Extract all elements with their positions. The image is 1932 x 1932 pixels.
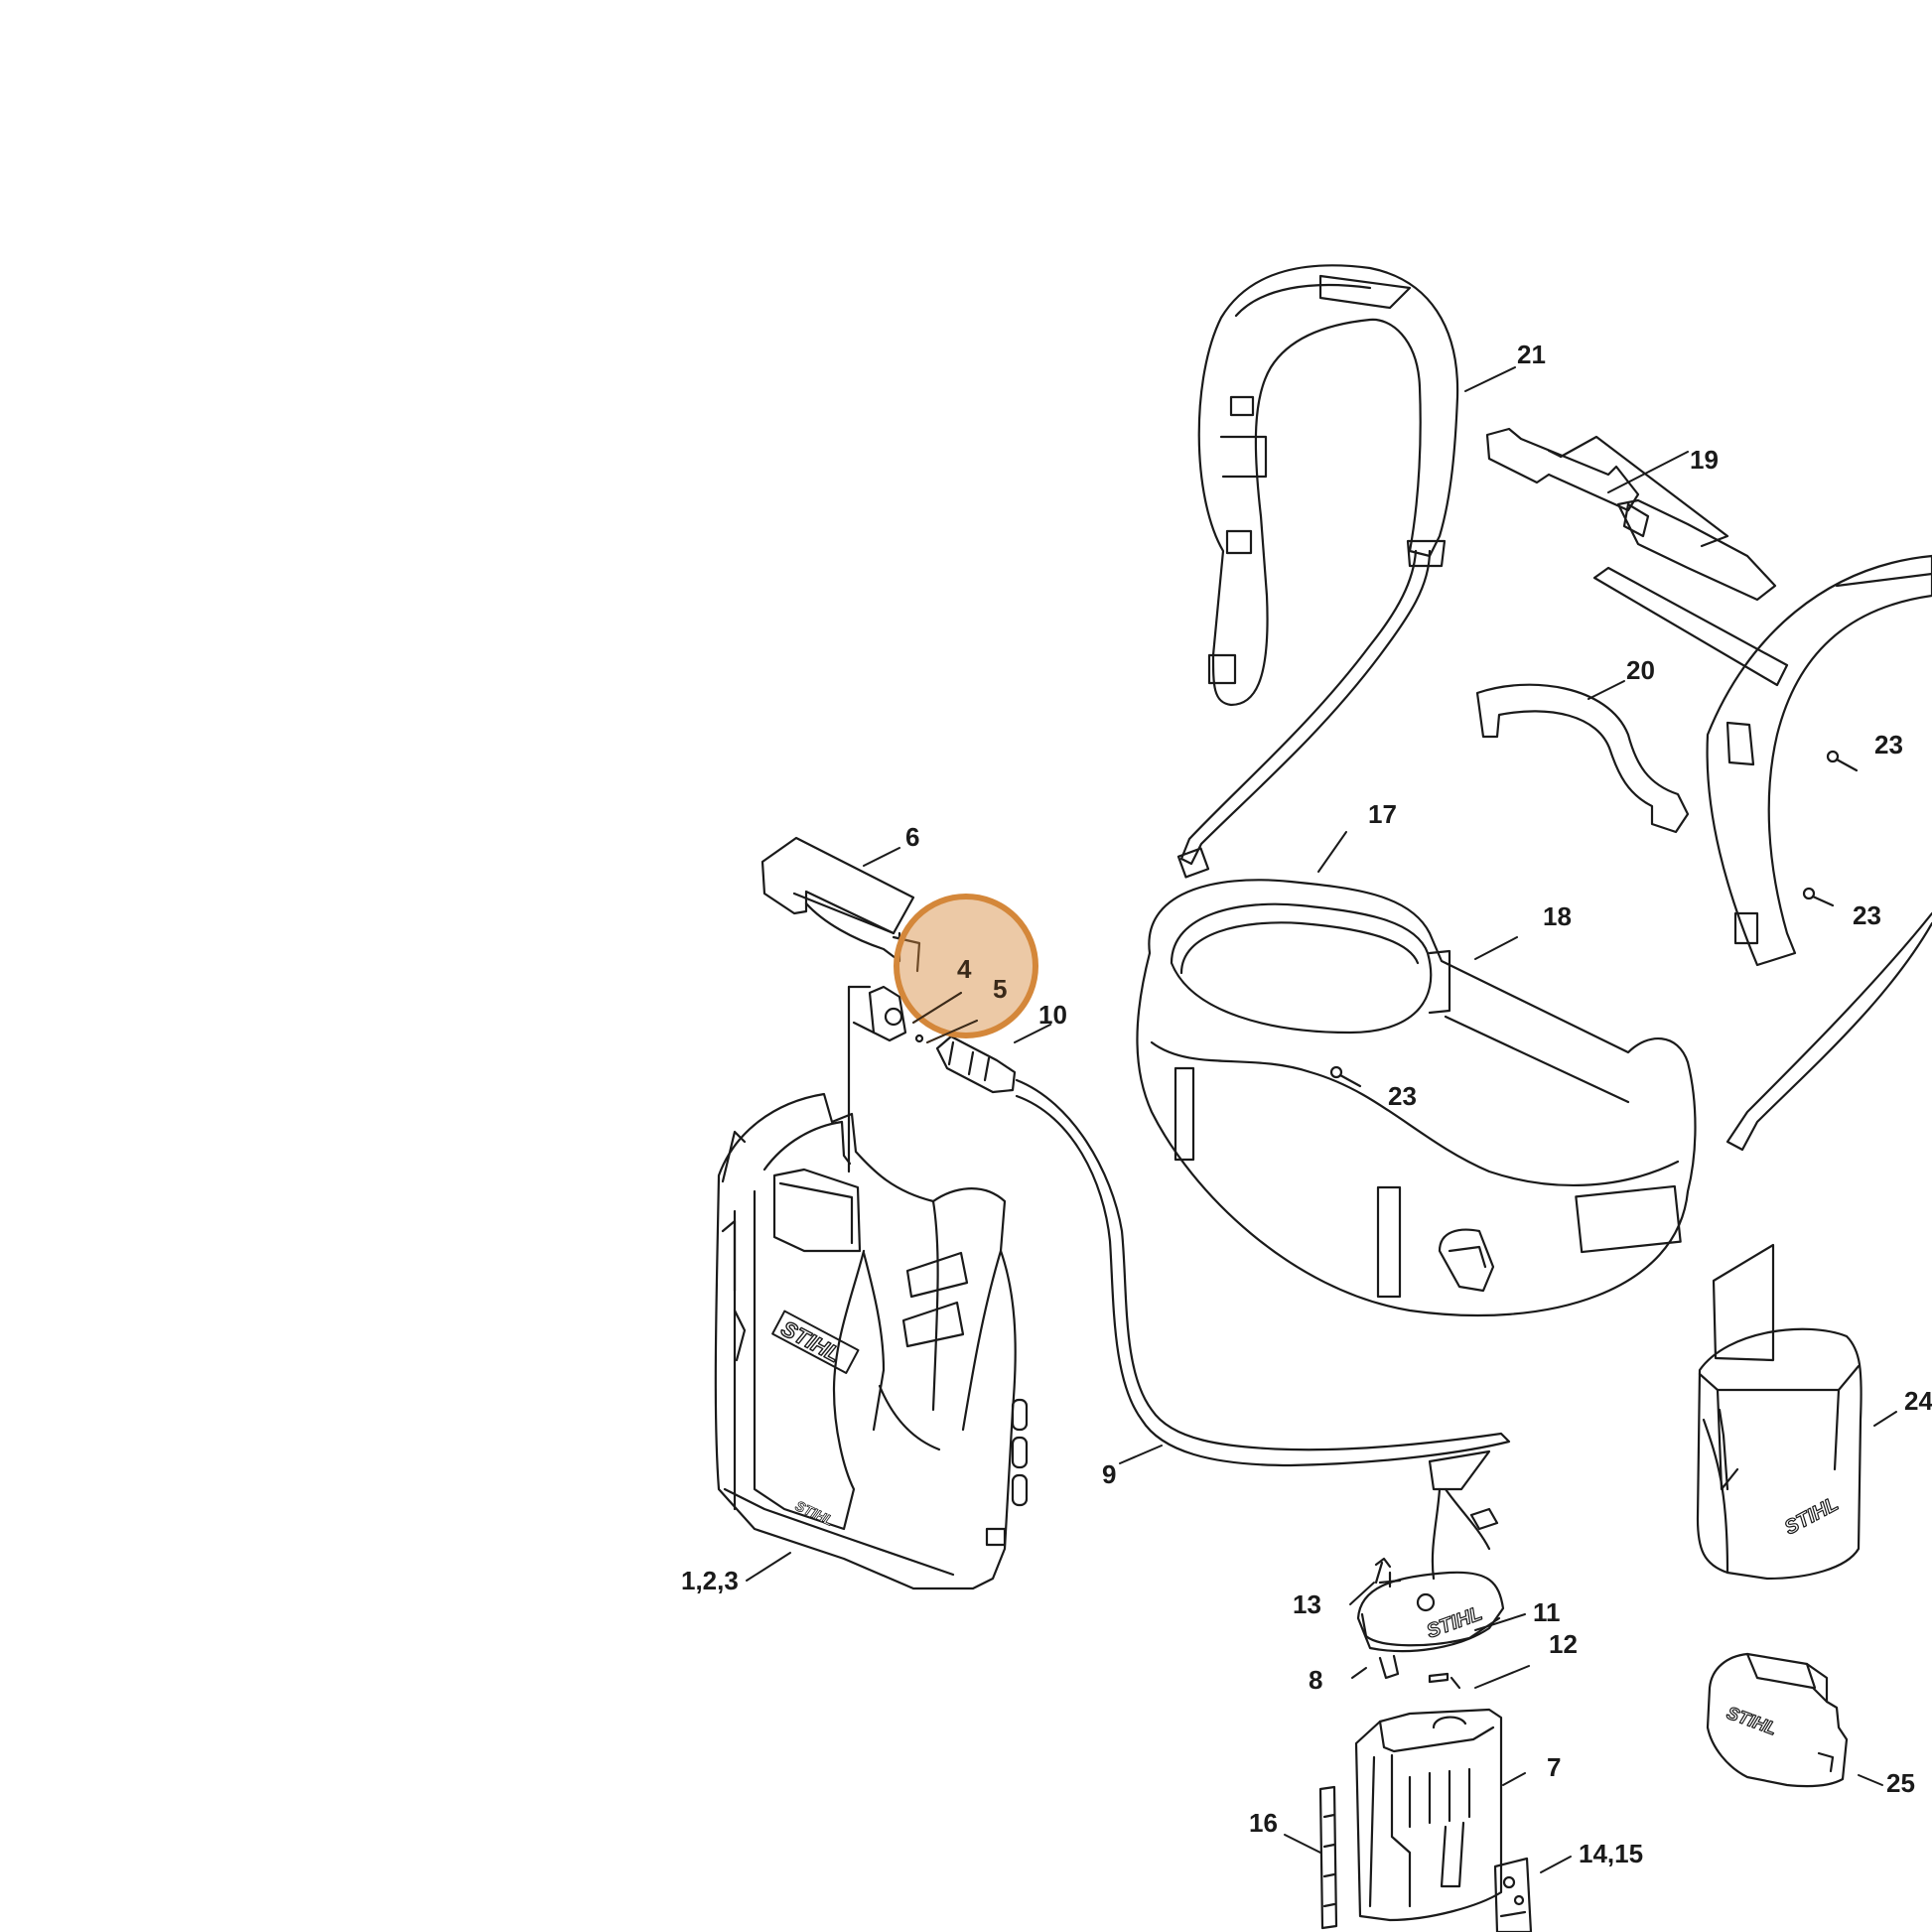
callout-19: 19 [1690, 445, 1719, 475]
battery-25 [1706, 1652, 1849, 1788]
callout-17: 17 [1368, 799, 1397, 829]
highlight-leader-4 [912, 992, 962, 1024]
svg-text:STIHL: STIHL [1781, 1493, 1842, 1540]
leader-lines [746, 366, 1897, 1873]
callout-6: 6 [905, 822, 920, 852]
callout-16: 16 [1249, 1808, 1278, 1838]
callout-14-15: 14,15 [1579, 1839, 1644, 1868]
callout-11: 11 [1533, 1597, 1561, 1627]
callout-1-2-3: 1,2,3 [681, 1566, 739, 1595]
highlight-leader-5 [926, 1020, 978, 1043]
callout-10: 10 [1038, 1000, 1067, 1030]
highlight-circle [894, 894, 1038, 1038]
callout-4: 4 [957, 954, 972, 984]
callout-21: 21 [1517, 340, 1546, 369]
shoulder-strap-21 [1176, 264, 1459, 879]
callout-8: 8 [1309, 1665, 1323, 1695]
callout-23-a: 23 [1874, 730, 1903, 759]
label-strip-16 [1318, 1785, 1338, 1930]
svg-text:STIHL: STIHL [777, 1315, 845, 1367]
callout-12: 12 [1549, 1629, 1578, 1659]
stihl-logo-bottom: STIHL [792, 1497, 836, 1529]
svg-text:STIHL: STIHL [1725, 1703, 1780, 1739]
callout-24: 24 [1904, 1386, 1932, 1416]
callout-23-b: 23 [1853, 900, 1881, 930]
callout-20: 20 [1626, 655, 1655, 685]
switch-parts-4-5 [847, 985, 924, 1173]
screws-23 [1329, 750, 1859, 1088]
bracket-20 [1475, 683, 1690, 834]
stihl-logo-backpack: STIHL [771, 1310, 860, 1374]
callout-25: 25 [1886, 1768, 1915, 1798]
callout-5: 5 [993, 974, 1008, 1004]
chest-strap-19 [1485, 427, 1789, 687]
adapter-parts-8-11-12-13 [1356, 1557, 1505, 1690]
waist-belt-18 [1136, 879, 1697, 1317]
callout-13: 13 [1293, 1589, 1321, 1619]
label-14-15 [1493, 1857, 1533, 1932]
connector-10 [935, 1035, 1017, 1094]
battery-holder-7 [1354, 1708, 1503, 1922]
stihl-logo-pouch: STIHL [1780, 1492, 1843, 1540]
callout-18: 18 [1543, 901, 1572, 931]
callout-23-c: 23 [1388, 1081, 1417, 1111]
stihl-logo-battery: STIHL [1724, 1702, 1780, 1739]
backpack-body-1-2-3 [714, 1092, 1029, 1590]
cable-9 [1015, 1078, 1511, 1581]
shoulder-strap-right [1706, 554, 1932, 1152]
pouch-24 [1696, 1243, 1863, 1581]
callout-7: 7 [1547, 1752, 1562, 1782]
callout-9: 9 [1102, 1459, 1117, 1489]
svg-text:STIHL: STIHL [793, 1497, 836, 1529]
